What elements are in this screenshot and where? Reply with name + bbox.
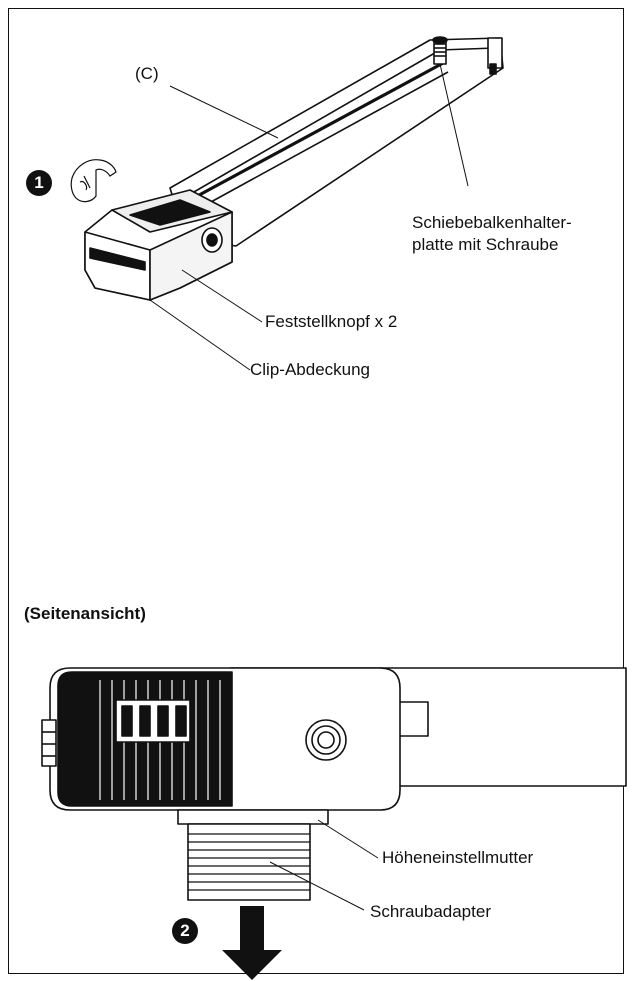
side-view-heading: (Seitenansicht) bbox=[24, 604, 146, 623]
label-clip-cover: Clip-Abdeckung bbox=[250, 360, 371, 379]
illustration-frame bbox=[8, 8, 624, 974]
slide-bar-side-view bbox=[41, 667, 627, 901]
arrow-down-icon bbox=[222, 906, 282, 980]
hand-icon bbox=[70, 159, 117, 203]
label-screw-adapter: Schraubadapter bbox=[370, 902, 491, 921]
label-locking-knob: Feststellknopf x 2 bbox=[265, 312, 398, 331]
slide-bar-top-view bbox=[84, 36, 504, 301]
step-2-badge: 2 bbox=[172, 918, 198, 944]
leader-lines-top bbox=[149, 63, 469, 371]
step-1-badge: 1 bbox=[26, 170, 52, 196]
label-height-nut: Höheneinstellmutter bbox=[382, 848, 534, 867]
label-holder-plate-line1: Schiebebalkenhalter- bbox=[412, 213, 572, 232]
label-c: (C) bbox=[135, 64, 159, 83]
leader-lines-side bbox=[269, 819, 379, 911]
label-holder-plate-line2: platte mit Schraube bbox=[412, 235, 559, 254]
